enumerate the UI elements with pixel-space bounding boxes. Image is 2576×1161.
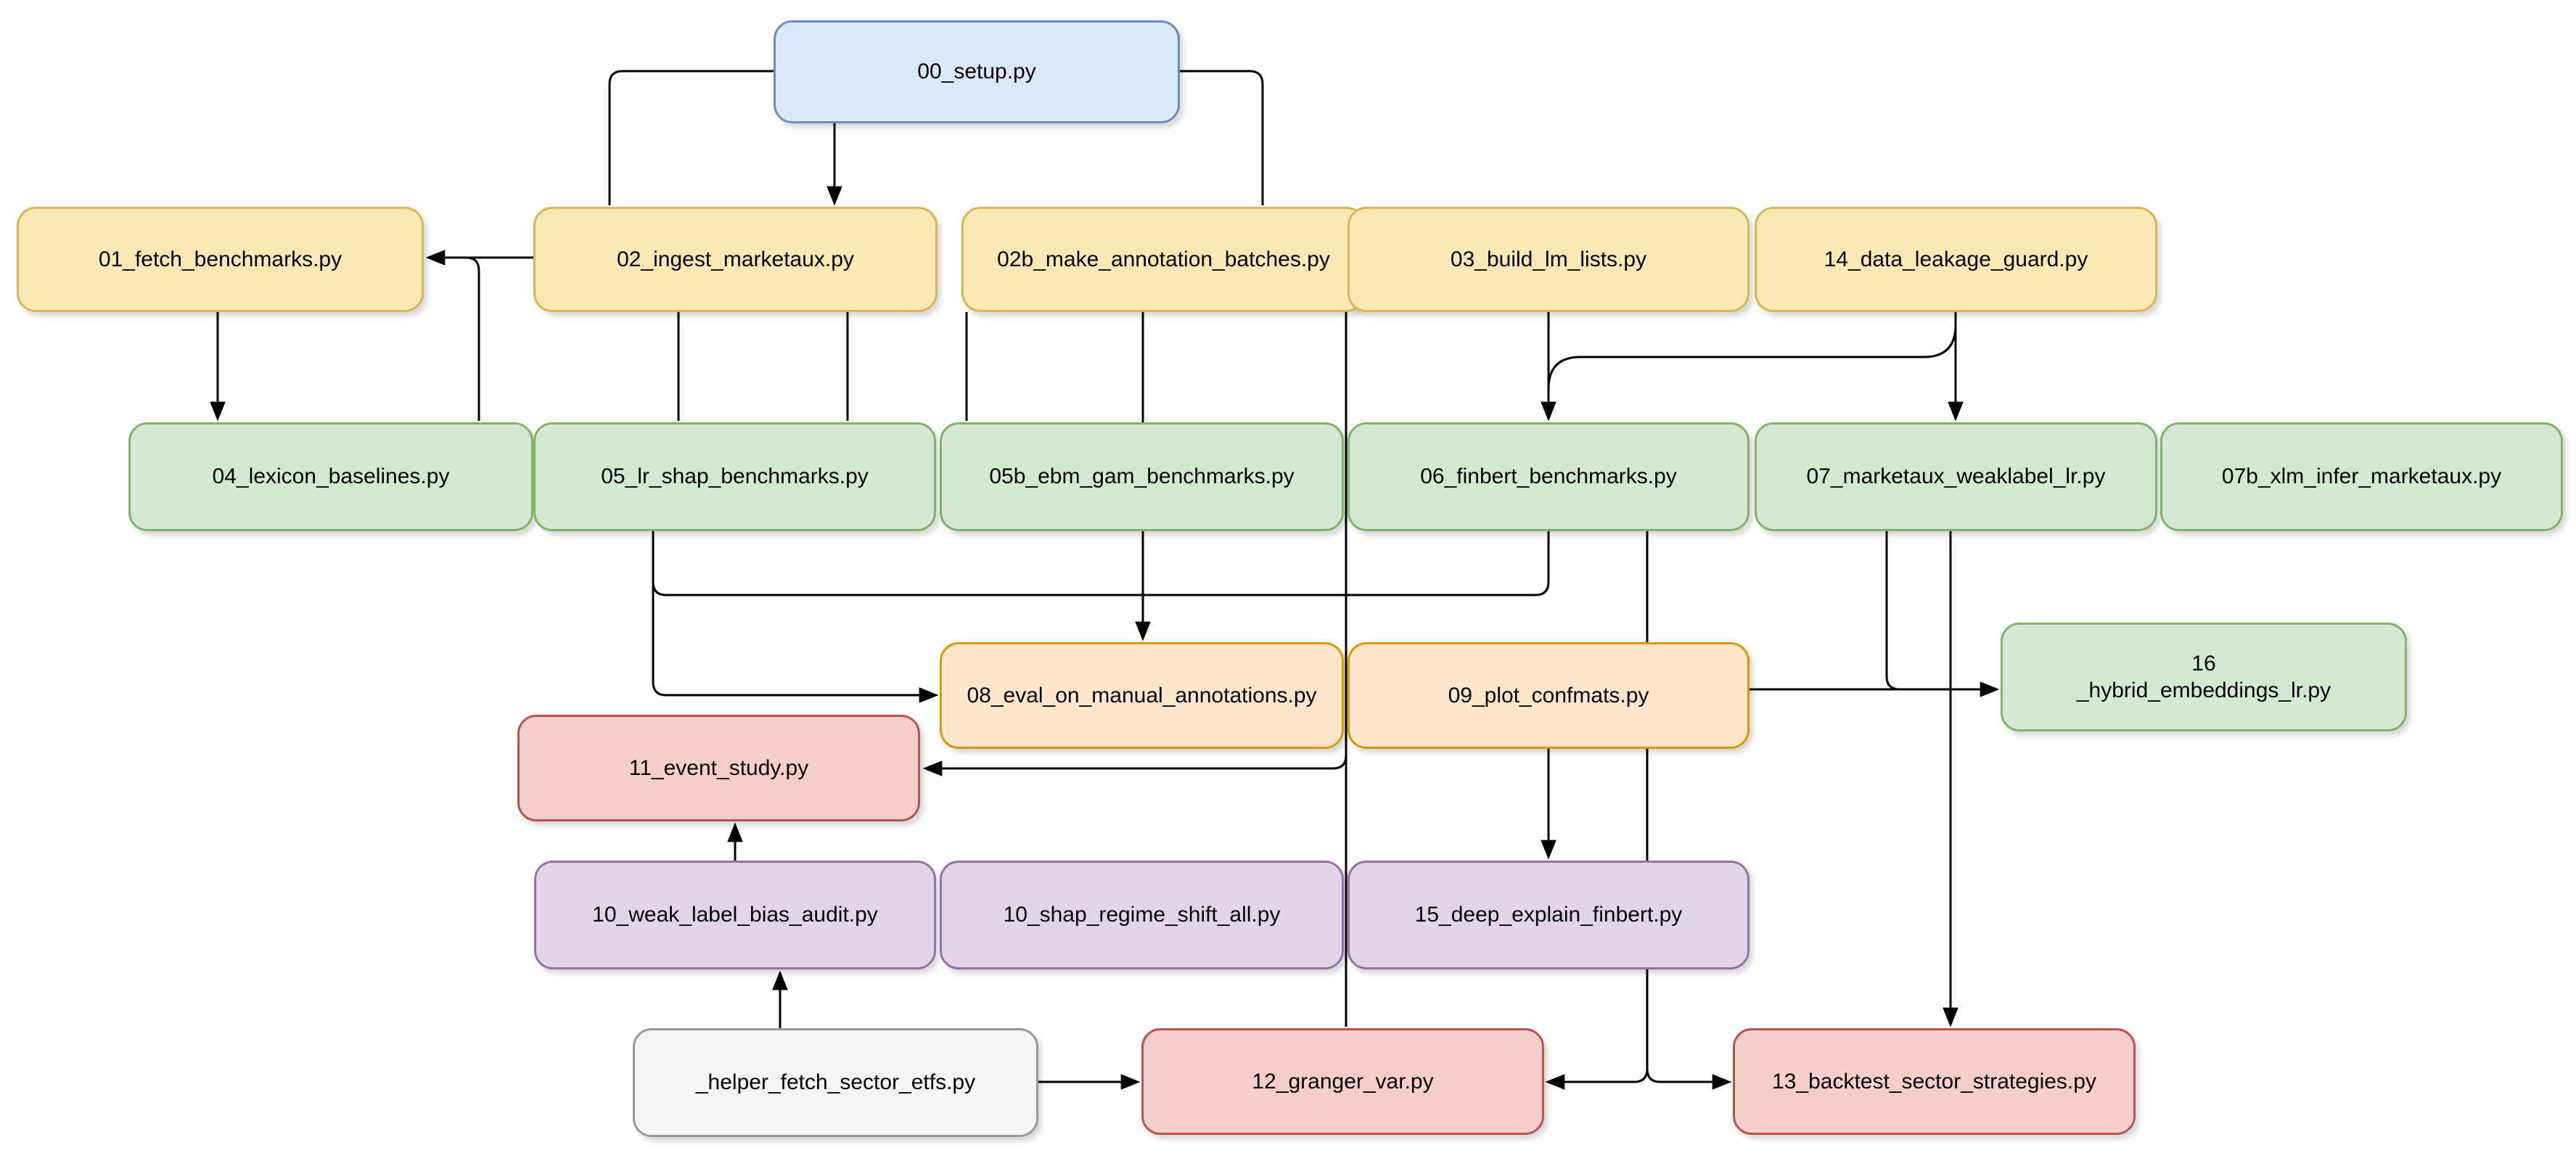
node-script-08[interactable]: 08_eval_on_manual_annotations.py — [940, 642, 1344, 749]
node-label: 02_ingest_marketaux.py — [617, 247, 854, 271]
node-label: 12_granger_var.py — [1252, 1069, 1434, 1094]
node-label: 06_finbert_benchmarks.py — [1420, 464, 1677, 489]
node-script-06[interactable]: 06_finbert_benchmarks.py — [1348, 422, 1750, 531]
node-script-10s[interactable]: 10_shap_regime_shift_all.py — [940, 861, 1344, 969]
edge-n06-n08 — [1143, 531, 1550, 596]
node-label: 11_event_study.py — [628, 755, 809, 780]
edge-n05-n08 — [652, 531, 1143, 596]
edge-n06-n13 — [1646, 1068, 1732, 1090]
node-script-02[interactable]: 02_ingest_marketaux.py — [533, 207, 938, 312]
node-label: 00_setup.py — [917, 60, 1036, 84]
node-script-helper[interactable]: _helper_fetch_sector_etfs.py — [633, 1028, 1038, 1137]
node-script-04[interactable]: 04_lexicon_baselines.py — [128, 422, 533, 531]
node-label: 09_plot_confmats.py — [1448, 683, 1649, 707]
edge-n06-n12 — [1545, 531, 1649, 1090]
node-script-05[interactable]: 05_lr_shap_benchmarks.py — [533, 422, 936, 531]
node-label: 15_deep_explain_finbert.py — [1414, 903, 1683, 927]
node-script-15[interactable]: 15_deep_explain_finbert.py — [1348, 861, 1750, 969]
edge-n04-n01 — [465, 256, 480, 421]
node-script-09[interactable]: 09_plot_confmats.py — [1348, 642, 1750, 749]
edge-n02b-n11 — [922, 749, 1348, 776]
node-label: 02b_make_annotation_batches.py — [997, 247, 1330, 271]
node-script-01[interactable]: 01_fetch_benchmarks.py — [17, 207, 424, 312]
edge-n05-n08 — [652, 531, 939, 703]
edge-n00-n02 — [608, 70, 774, 205]
node-label: _helper_fetch_sector_etfs.py — [695, 1070, 976, 1095]
node-script-00[interactable]: 00_setup.py — [774, 20, 1180, 123]
node-label: 08_eval_on_manual_annotations.py — [967, 683, 1317, 707]
node-script-16[interactable]: 16 _hybrid_embeddings_lr.py — [2001, 623, 2407, 731]
node-script-07b[interactable]: 07b_xlm_infer_marketaux.py — [2160, 422, 2563, 531]
node-script-02b[interactable]: 02b_make_annotation_batches.py — [961, 207, 1366, 312]
node-label: 10_shap_regime_shift_all.py — [1003, 903, 1281, 927]
node-script-11[interactable]: 11_event_study.py — [517, 715, 920, 821]
node-label: 10_weak_label_bias_audit.py — [592, 903, 878, 927]
node-label: 07b_xlm_infer_marketaux.py — [2221, 464, 2502, 489]
edge-n14-n06 — [1547, 324, 1957, 390]
node-script-14[interactable]: 14_data_leakage_guard.py — [1755, 207, 2157, 312]
node-script-12[interactable]: 12_granger_var.py — [1141, 1028, 1544, 1135]
node-script-13[interactable]: 13_backtest_sector_strategies.py — [1733, 1028, 2136, 1135]
edge-n07-n16 — [1885, 531, 1959, 691]
node-script-10w[interactable]: 10_weak_label_bias_audit.py — [534, 861, 936, 969]
node-label: 14_data_leakage_guard.py — [1824, 247, 2088, 271]
edge-n00-n02b — [1180, 70, 1264, 205]
node-label: 03_build_lm_lists.py — [1450, 247, 1647, 271]
node-script-05b[interactable]: 05b_ebm_gam_benchmarks.py — [940, 422, 1344, 531]
node-label: 16 _hybrid_embeddings_lr.py — [2076, 651, 2331, 703]
node-label: 05_lr_shap_benchmarks.py — [601, 464, 869, 489]
node-script-07[interactable]: 07_marketaux_weaklabel_lr.py — [1755, 422, 2157, 531]
node-label: 05b_ebm_gam_benchmarks.py — [989, 464, 1295, 489]
node-label: 13_backtest_sector_strategies.py — [1772, 1069, 2096, 1094]
node-label: 04_lexicon_baselines.py — [212, 464, 450, 489]
node-script-03[interactable]: 03_build_lm_lists.py — [1348, 207, 1750, 312]
node-label: 07_marketaux_weaklabel_lr.py — [1806, 464, 2106, 489]
node-label: 01_fetch_benchmarks.py — [98, 247, 342, 271]
